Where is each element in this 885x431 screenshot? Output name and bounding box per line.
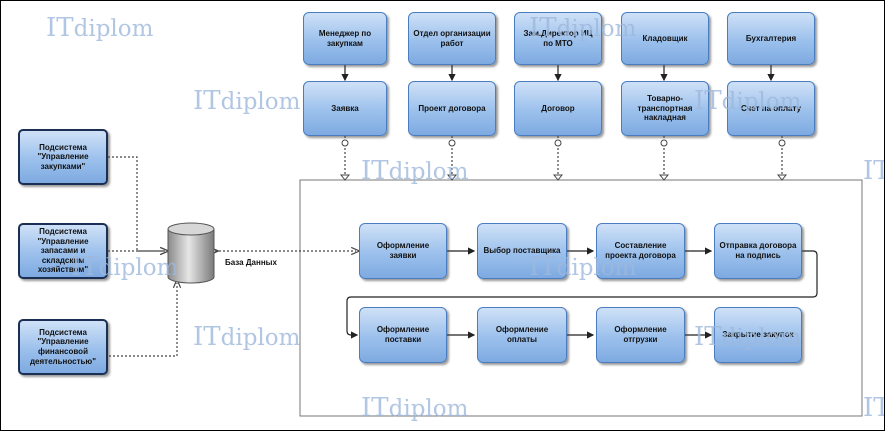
document-link-circles <box>341 139 786 147</box>
role-document-arrows <box>341 65 775 82</box>
step-supplier-selection: Выбор поставщика <box>477 223 567 279</box>
subsystem-inventory: Подсистема "Управление запасами и складс… <box>18 223 108 279</box>
document-label: Проект договора <box>418 103 486 113</box>
step-delivery-processing: Оформление поставки <box>359 307 447 363</box>
role-deputy-director: Зам.Директор ИЦ по МТО <box>514 12 602 65</box>
doc-waybill: Товарно-транспортная накладная <box>621 81 709 136</box>
subsystem-finance: Подсистема "Управление финансовой деятел… <box>18 319 108 375</box>
process-flow-arrows <box>346 247 818 339</box>
step-label: Выбор поставщика <box>483 246 561 256</box>
step-label: Закрытие закупок <box>722 330 794 340</box>
subsystem-label: Подсистема "Управление запасами и складс… <box>37 227 89 275</box>
document-container-links <box>344 136 783 175</box>
doc-draft-contract: Проект договора <box>408 81 496 136</box>
doc-contract: Договор <box>514 81 602 136</box>
document-label: Товарно-транспортная накладная <box>637 94 693 123</box>
step-label: Оформление оплаты <box>495 325 549 344</box>
step-label: Отправка договора на подпись <box>719 241 797 260</box>
step-request-processing: Оформление заявки <box>359 223 447 279</box>
subsystem-label: Подсистема "Управление финансовой деятел… <box>29 327 97 366</box>
step-contract-drafting: Составление проекта договора <box>596 223 685 279</box>
subsystem-database-links <box>101 156 177 357</box>
role-label: Отдел организации работ <box>413 28 491 48</box>
step-contract-sending: Отправка договора на подпись <box>714 223 802 279</box>
step-shipment-processing: Оформление отгрузки <box>596 307 685 363</box>
role-storekeeper: Кладовщик <box>621 12 709 65</box>
document-label: Заявка <box>331 103 359 113</box>
role-accounting: Бухгалтерия <box>727 12 815 65</box>
document-label: Договор <box>541 103 575 113</box>
doc-request: Заявка <box>303 81 387 136</box>
document-link-heads <box>339 174 788 181</box>
role-label: Зам.Директор ИЦ по МТО <box>523 28 593 48</box>
subsystem-purchasing: Подсистема "Управление закупками" <box>18 129 108 185</box>
step-label: Составление проекта договора <box>605 241 676 260</box>
step-label: Оформление заявки <box>376 241 430 260</box>
doc-invoice: Счет на оплату <box>727 81 815 136</box>
step-purchase-closing: Закрытие закупок <box>714 307 802 363</box>
process-container <box>299 179 863 417</box>
document-label: Счет на оплату <box>740 103 802 113</box>
role-purchase-manager: Менеджер по закупкам <box>303 12 387 65</box>
step-payment-processing: Оформление оплаты <box>477 307 567 363</box>
database-icon <box>167 222 215 284</box>
step-label: Оформление поставки <box>376 325 430 344</box>
subsystem-label: Подсистема "Управление закупками" <box>37 142 89 171</box>
role-label: Бухгалтерия <box>745 33 797 43</box>
database-label: База Данных <box>225 258 277 267</box>
role-label: Менеджер по закупкам <box>318 28 372 48</box>
role-label: Кладовщик <box>642 33 688 43</box>
role-work-organization-dept: Отдел организации работ <box>408 12 496 65</box>
step-label: Оформление отгрузки <box>614 325 667 344</box>
